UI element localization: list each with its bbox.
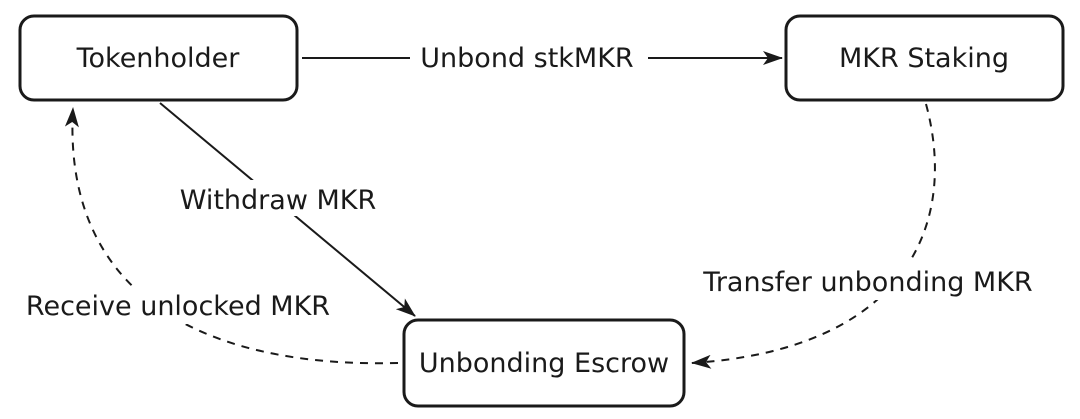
- edge-receive-label-bg: [18, 286, 338, 324]
- edge-transfer: Transfer unbonding MKR: [691, 103, 1046, 369]
- edge-withdraw-label-bg: [172, 180, 384, 216]
- edge-receive: Receive unlocked MKR: [18, 107, 399, 365]
- edge-withdraw-label: Withdraw MKR: [180, 185, 377, 216]
- node-tokenholder-box: [18, 14, 299, 102]
- node-mkr-staking: MKR Staking: [784, 14, 1065, 102]
- node-unbonding-escrow-label: Unbonding Escrow: [419, 348, 669, 379]
- edge-receive-label: Receive unlocked MKR: [26, 291, 330, 322]
- node-mkr-staking-box: [784, 14, 1065, 102]
- edge-transfer-label-bg: [694, 262, 1046, 300]
- node-tokenholder: Tokenholder: [18, 14, 299, 102]
- edge-transfer-line: [691, 103, 936, 369]
- edge-withdraw: Withdraw MKR: [159, 102, 416, 317]
- edge-unbond: Unbond stkMKR: [302, 43, 783, 74]
- edge-receive-line: [64, 107, 399, 365]
- node-unbonding-escrow-box: [402, 318, 686, 408]
- node-unbonding-escrow: Unbonding Escrow: [402, 318, 686, 408]
- node-tokenholder-label: Tokenholder: [76, 43, 241, 74]
- edge-unbond-label: Unbond stkMKR: [420, 43, 633, 74]
- node-mkr-staking-label: MKR Staking: [839, 43, 1009, 74]
- edge-transfer-label: Transfer unbonding MKR: [702, 267, 1032, 298]
